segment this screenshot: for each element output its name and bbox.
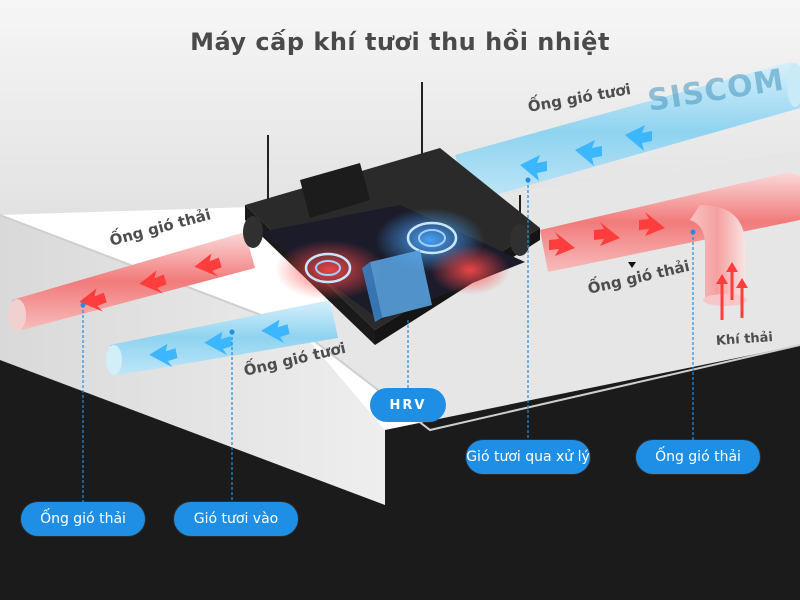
- duct-left-exhaust: [8, 232, 255, 331]
- callout-fresh-air-in: Gió tươi vào: [174, 502, 298, 536]
- diagram-title: Máy cấp khí tươi thu hồi nhiệt: [190, 28, 610, 56]
- marker-triangle: [628, 262, 636, 268]
- callout-treated-fresh-air: Gió tươi qua xử lý: [466, 440, 590, 474]
- callout-hrv: HRV: [370, 388, 446, 422]
- leader-lines: [82, 180, 694, 502]
- hrv-unit: [243, 82, 540, 345]
- duct-right-exhaust: [540, 172, 800, 320]
- leader-dots: [80, 177, 696, 335]
- callout-exhaust-duct-left: Ống gió thải: [21, 502, 145, 536]
- duct-bottom-fresh: [106, 300, 338, 375]
- callout-exhaust-duct-right: Ống gió thải: [636, 440, 760, 474]
- duct-top-right-fresh: [455, 62, 800, 202]
- floor: [0, 345, 800, 600]
